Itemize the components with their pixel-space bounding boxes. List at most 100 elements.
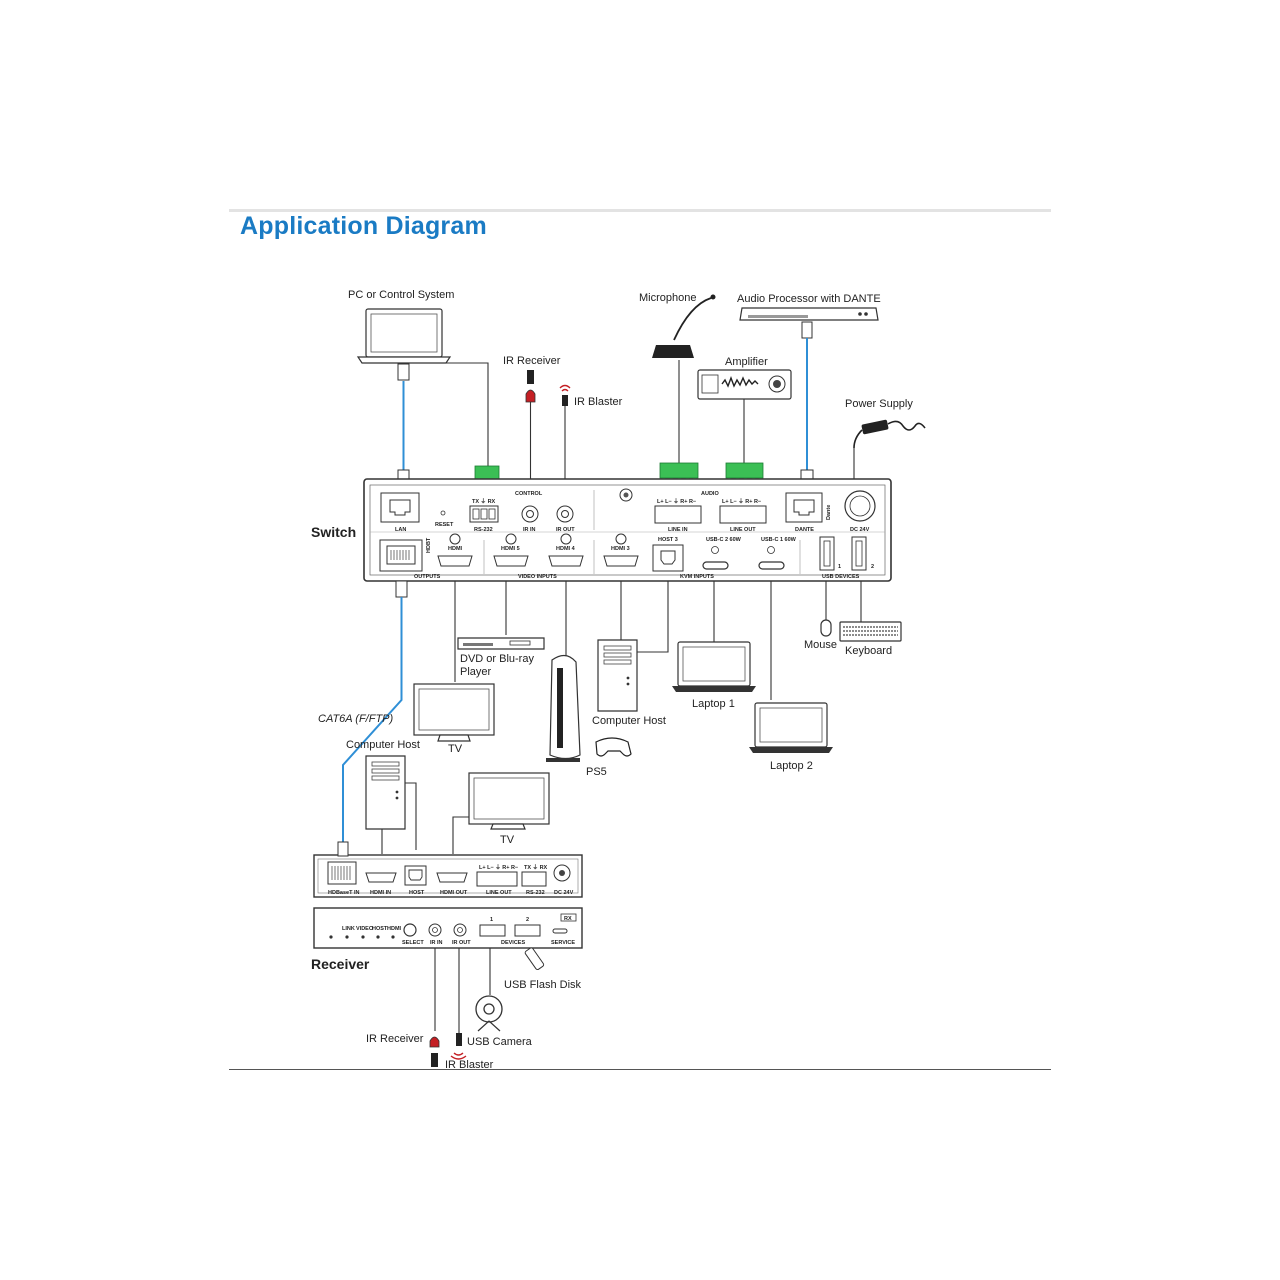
receiver-front-panel: [313, 907, 583, 949]
ps5-controller-icon: [595, 737, 632, 757]
receiver-select-label: SELECT: [402, 940, 424, 946]
laptop2-icon: [749, 702, 833, 753]
receiver-host-label: HOST: [409, 890, 425, 896]
power-supply-icon: [853, 419, 926, 449]
receiver-hdmi-out-label: HDMI OUT: [440, 890, 468, 896]
dvd-label: DVD or Blu-ray: [460, 653, 534, 665]
computer-host-left-label: Computer Host: [346, 739, 420, 751]
host3-label: HOST 3: [658, 537, 678, 543]
receiver-host-cable: [405, 782, 417, 850]
computer-host-mid-icon: [597, 639, 638, 712]
dc-port-label: DC 24V: [850, 527, 870, 533]
receiver-hdbt-plug: [337, 841, 349, 857]
ir-blaster-bottom-icon: [450, 1033, 467, 1060]
hdbt-label: HDBT: [426, 537, 432, 553]
ir-blaster-top-label: IR Blaster: [574, 396, 623, 408]
ir-out-port-label: IR OUT: [556, 527, 575, 533]
dvd-label-line2: Player: [460, 666, 492, 678]
pc-laptop: [356, 308, 452, 364]
usbc1-label: USB-C 1 60W: [761, 537, 797, 543]
receiver-rs232-label: RS-232: [526, 890, 545, 896]
hdmi5-label: HDMI 5: [501, 546, 520, 552]
usb-flash-label: USB Flash Disk: [504, 979, 582, 991]
keyboard-label: Keyboard: [845, 645, 892, 657]
footer-divider: [229, 1069, 1051, 1070]
tv1-label: TV: [448, 743, 463, 755]
receiver-rx-badge: RX: [564, 916, 572, 922]
receiver-hdmi-led-label: HDMI: [387, 926, 402, 932]
line-in-pins-label: L+ L− ⏚ R+ R−: [657, 498, 696, 505]
control-section-label: CONTROL: [515, 491, 543, 497]
cat6a-cable: [342, 597, 403, 842]
usb-flash-disk-icon: [524, 947, 545, 971]
hdmi3-label: HDMI 3: [611, 546, 630, 552]
receiver-hdbaset-label: HDBaseT IN: [328, 890, 360, 896]
microphone-icon: [652, 294, 716, 358]
receiver-line-out-label: LINE OUT: [486, 890, 512, 896]
line-in-port-label: LINE IN: [668, 527, 688, 533]
hdmi-out-label: HDMI: [448, 546, 463, 552]
receiver-ir-out-label: IR OUT: [452, 940, 471, 946]
usb2-label: 2: [871, 564, 874, 570]
header-divider: [229, 209, 1051, 212]
computer-host-left-icon: [365, 755, 406, 830]
receiver-devices-label: DEVICES: [501, 940, 525, 946]
receiver-ir-in-label: IR IN: [430, 940, 443, 946]
power-supply-label: Power Supply: [845, 398, 913, 410]
hdmi4-label: HDMI 4: [556, 546, 576, 552]
lan-port-label: LAN: [395, 527, 406, 533]
audio-processor-icon: [739, 307, 879, 321]
receiver-video-led-label: VIDEO: [356, 926, 374, 932]
usb-camera-label: USB Camera: [467, 1036, 533, 1048]
laptop1-icon: [672, 641, 756, 692]
ir-blaster-top-icon: [559, 384, 571, 406]
receiver-link-led-label: LINK: [342, 926, 355, 932]
receiver-lr-pins-label: L+ L− ⏚ R+ R−: [479, 864, 518, 871]
line-out-port-label: LINE OUT: [730, 527, 756, 533]
amplifier-icon: [697, 369, 792, 400]
switch-label: Switch: [311, 524, 356, 540]
tv2-label: TV: [500, 834, 515, 846]
receiver-rs232-pins-label: TX ⏚ RX: [524, 864, 548, 871]
usb1-label: 1: [838, 564, 841, 570]
page-title: Application Diagram: [240, 212, 487, 240]
ps5-icon: [546, 654, 581, 762]
pc-label: PC or Control System: [348, 289, 454, 301]
reset-label: RESET: [435, 522, 454, 528]
ir-in-port-label: IR IN: [523, 527, 536, 533]
keyboard-icon: [839, 621, 902, 642]
mouse-label: Mouse: [804, 639, 837, 651]
video-inputs-label: VIDEO INPUTS: [518, 574, 557, 580]
receiver-hdmi-out-cable: [452, 816, 469, 854]
tv1-icon: [413, 683, 495, 742]
receiver-back-panel: [313, 854, 583, 898]
ir-blaster-bottom-label: IR Blaster: [445, 1059, 494, 1071]
ir-receiver-bottom-icon: [429, 1036, 440, 1067]
usb-camera-icon: [475, 995, 503, 1032]
receiver-hdmi-in-label: HDMI IN: [370, 890, 391, 896]
usb-devices-label: USB DEVICES: [822, 574, 860, 580]
audio-processor-plug: [801, 321, 813, 339]
cat6a-label: CAT6A (F/FTP): [318, 713, 394, 725]
receiver-port2-label: 2: [526, 917, 529, 923]
dante-port-label: DANTE: [795, 527, 814, 533]
dvd-player-icon: [457, 637, 545, 650]
audio-processor-label: Audio Processor with DANTE: [737, 293, 881, 305]
tv2-icon: [468, 772, 550, 830]
receiver-label: Receiver: [311, 956, 370, 972]
pc-rj45-plug: [397, 363, 410, 381]
rs232-port-label: RS-232: [474, 527, 493, 533]
rs232-cable: [446, 362, 489, 466]
host3-cable: [637, 581, 669, 653]
receiver-dc-label: DC 24V: [554, 890, 574, 896]
dante-logo: Dante: [826, 505, 832, 520]
ps5-label: PS5: [586, 766, 607, 778]
line-out-pins-label: L+ L− ⏚ R+ R−: [722, 498, 761, 505]
hdbt-plug: [395, 580, 408, 598]
rs232-pins-label: TX ⏚ RX: [472, 498, 496, 505]
audio-section-label: AUDIO: [701, 491, 719, 497]
outputs-label: OUTPUTS: [414, 574, 441, 580]
ir-receiver-bottom-label: IR Receiver: [366, 1033, 424, 1045]
laptop2-label: Laptop 2: [770, 760, 813, 772]
